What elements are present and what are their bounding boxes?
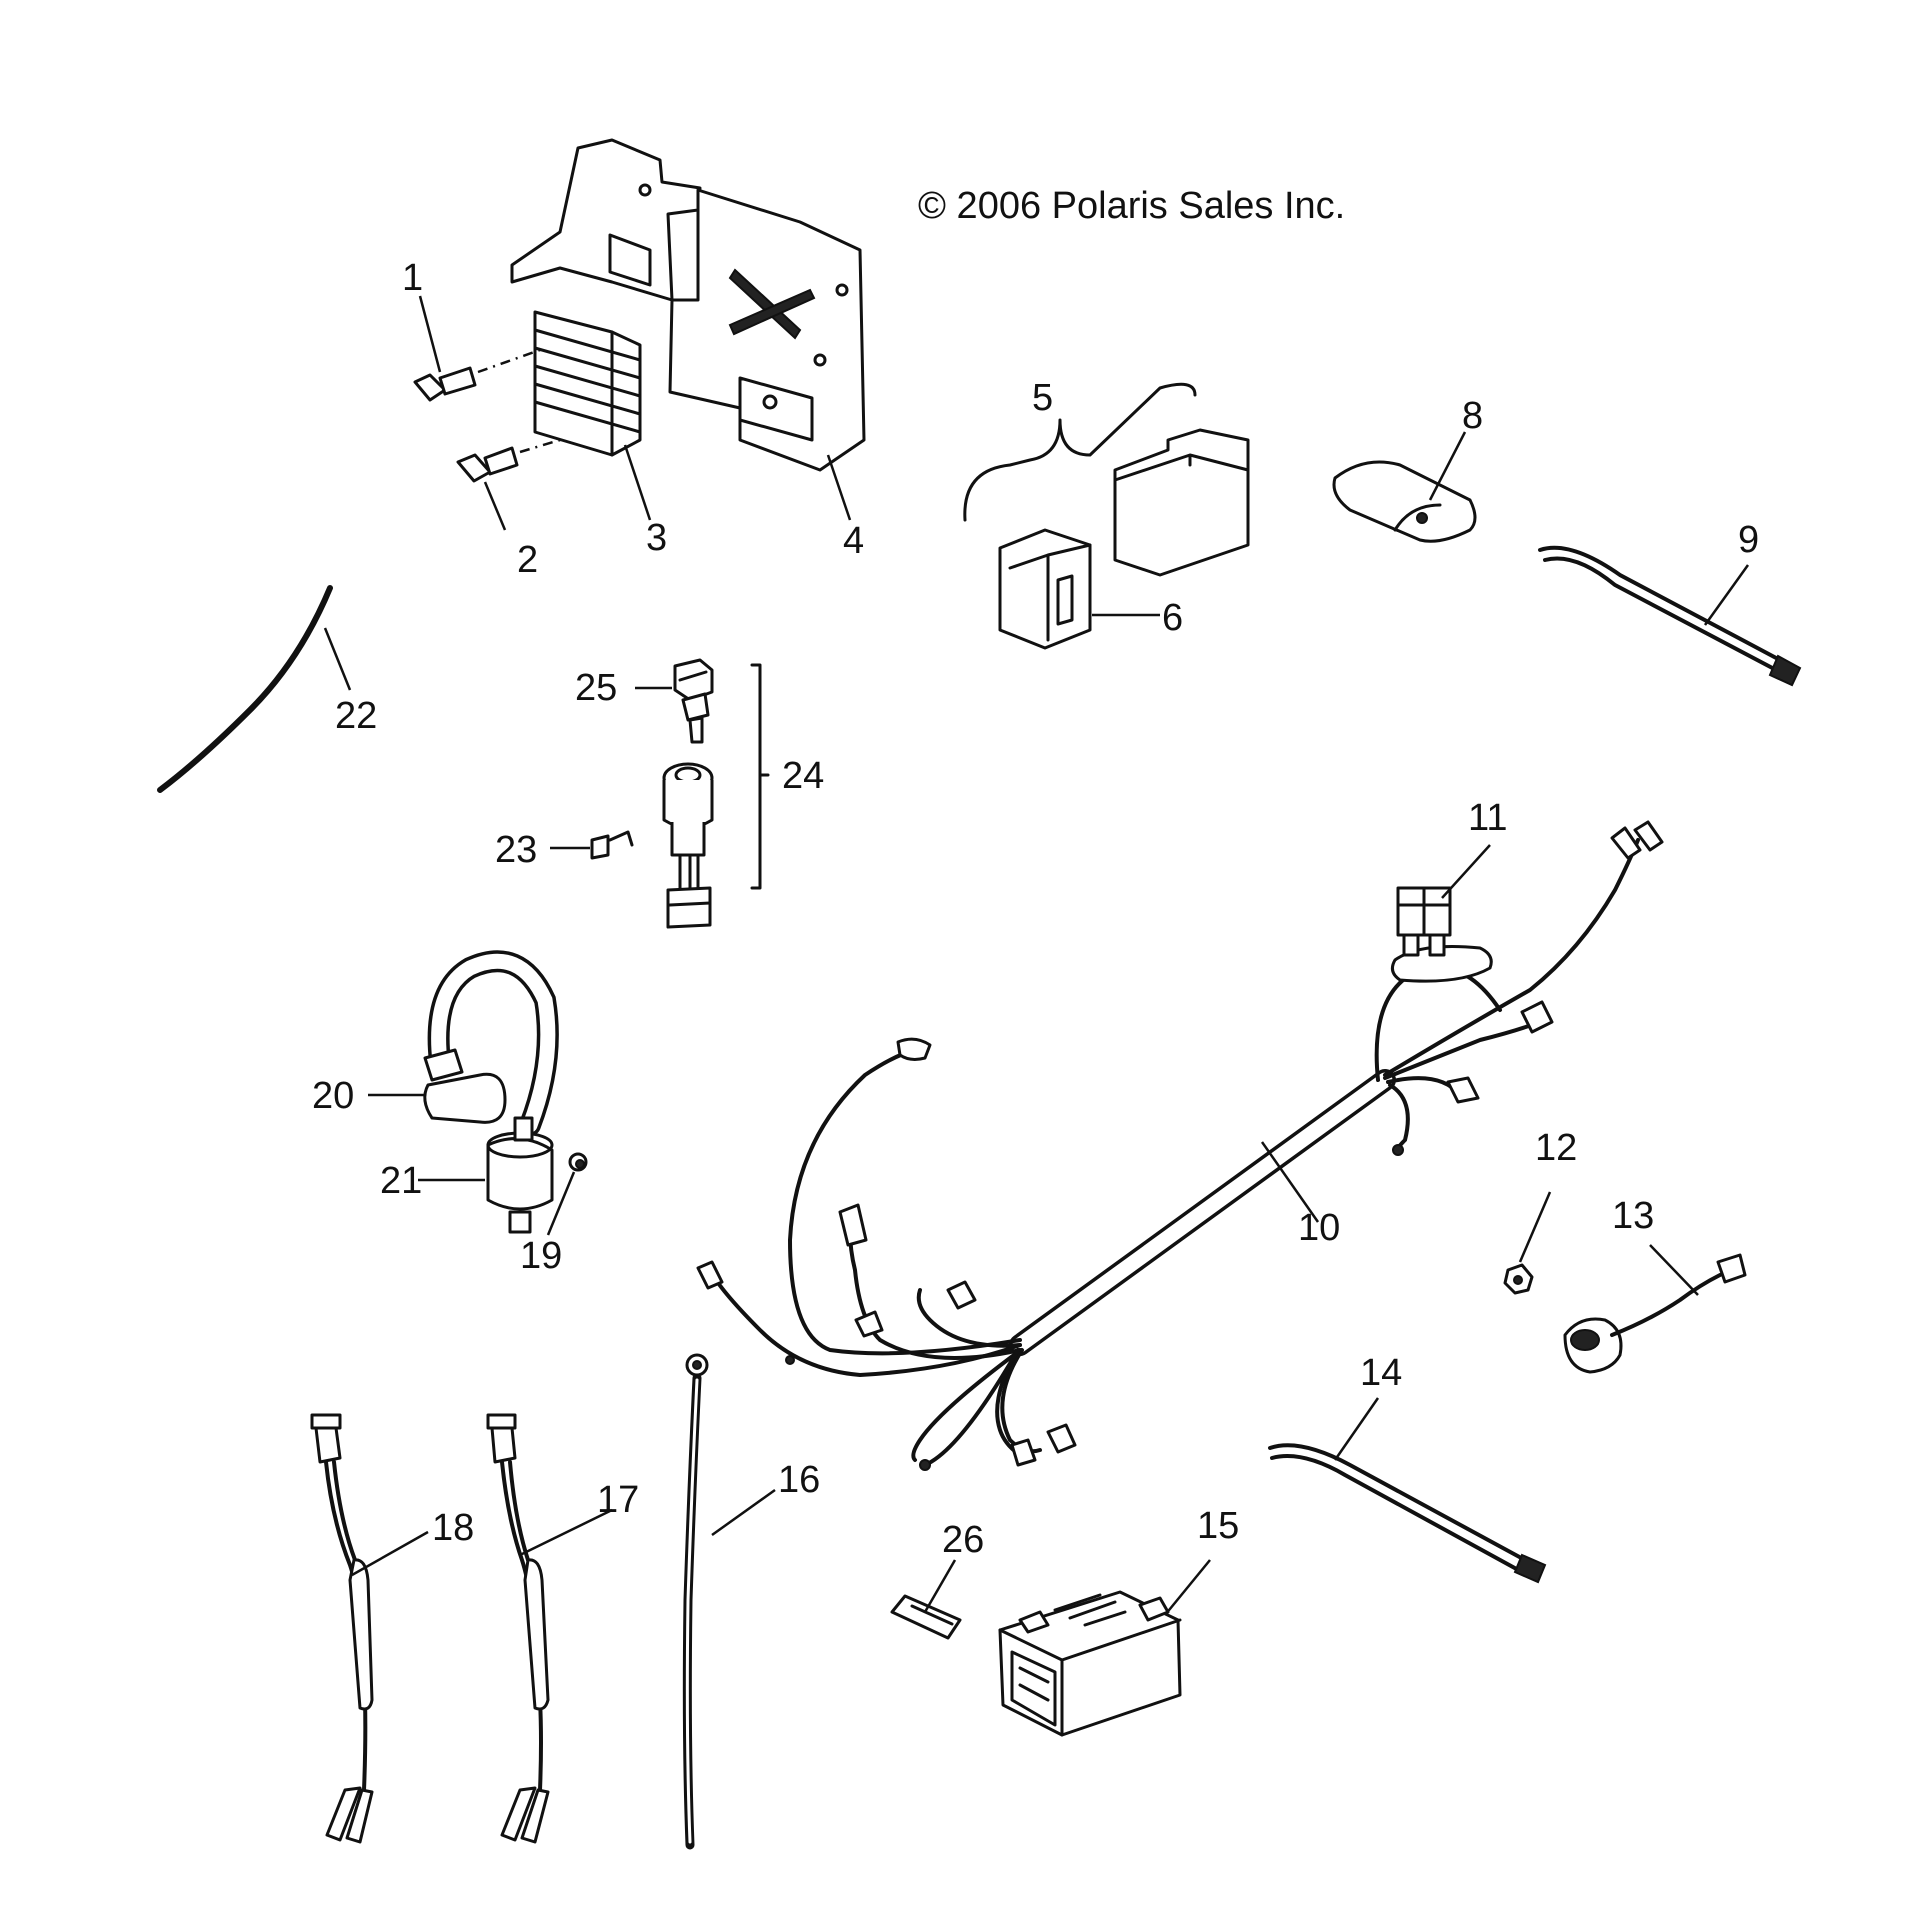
callout-18: 18: [432, 1507, 474, 1549]
callout-12: 12: [1535, 1127, 1577, 1169]
leader-2: [483, 481, 507, 531]
part-19-screw: [568, 1152, 588, 1172]
leader-26: [923, 1559, 957, 1613]
leader-3: [623, 444, 652, 521]
callout-5: 5: [1032, 377, 1053, 419]
leader-17: [519, 1508, 613, 1557]
part-18-lead: [310, 1413, 374, 1844]
part-12-nut: [1503, 1263, 1534, 1295]
callout-26: 26: [942, 1519, 984, 1561]
callout-22: 22: [335, 695, 377, 737]
callout-25: 25: [575, 667, 617, 709]
callout-16: 16: [778, 1459, 820, 1501]
callout-21: 21: [380, 1160, 422, 1202]
part-10-harness: [696, 820, 1664, 1471]
part-6-relay: [998, 528, 1092, 650]
callout-6: 6: [1162, 597, 1183, 639]
leader-1: [418, 295, 442, 373]
part-16-cable: [682, 1353, 709, 1850]
leader-10: [1260, 1141, 1320, 1223]
part-4-bracket: [510, 138, 866, 472]
leader-18: [351, 1530, 429, 1577]
part-21-coil: [486, 1116, 554, 1234]
leader-14: [1333, 1397, 1380, 1461]
part-14-cable: [1268, 1443, 1547, 1584]
callout-14: 14: [1360, 1352, 1402, 1394]
callout-15: 15: [1197, 1505, 1239, 1547]
leader-4: [826, 454, 852, 521]
callout-10: 10: [1298, 1207, 1340, 1249]
leader-15: [1164, 1559, 1211, 1616]
callout-8: 8: [1462, 395, 1483, 437]
callout-24: 24: [782, 755, 824, 797]
bracket-5: [963, 382, 1197, 522]
part-2-bolt: [456, 438, 561, 483]
part-23-clip: [590, 830, 634, 860]
part-24-switch: [662, 762, 714, 929]
part-15-battery: [998, 1590, 1182, 1737]
part-7-module: [1113, 428, 1250, 577]
part-8-cover: [1332, 460, 1477, 543]
part-11-fuse: [1396, 886, 1452, 957]
callout-4: 4: [843, 520, 864, 562]
copyright-text: © 2006 Polaris Sales Inc.: [918, 185, 1345, 227]
bracket-24: [750, 663, 770, 890]
leader-13: [1649, 1244, 1699, 1296]
callout-23: 23: [495, 829, 537, 871]
part-26-fuse: [890, 1594, 962, 1640]
leader-9: [1703, 564, 1750, 626]
callout-19: 19: [520, 1235, 562, 1277]
leader-11: [1441, 844, 1491, 899]
leader-12: [1518, 1191, 1552, 1263]
leader-8: [1428, 431, 1467, 501]
part-9-cable: [1538, 545, 1802, 687]
callout-13: 13: [1612, 1195, 1654, 1237]
part-20-plug-cap: [423, 950, 559, 1136]
callout-2: 2: [517, 539, 538, 581]
part-22-wire: [157, 585, 333, 793]
leader-22: [323, 627, 352, 691]
part-25-key: [673, 658, 714, 744]
part-1-bolt: [413, 348, 541, 402]
callout-9: 9: [1738, 519, 1759, 561]
callout-20: 20: [312, 1075, 354, 1117]
callout-17: 17: [597, 1479, 639, 1521]
part-13-sensor: [1563, 1253, 1747, 1374]
callout-3: 3: [646, 517, 667, 559]
part-17-lead: [486, 1413, 550, 1844]
leader-19: [546, 1171, 576, 1236]
callout-1: 1: [402, 257, 423, 299]
callout-11: 11: [1468, 797, 1507, 839]
part-3-regulator: [533, 310, 642, 457]
leader-16: [711, 1488, 776, 1537]
